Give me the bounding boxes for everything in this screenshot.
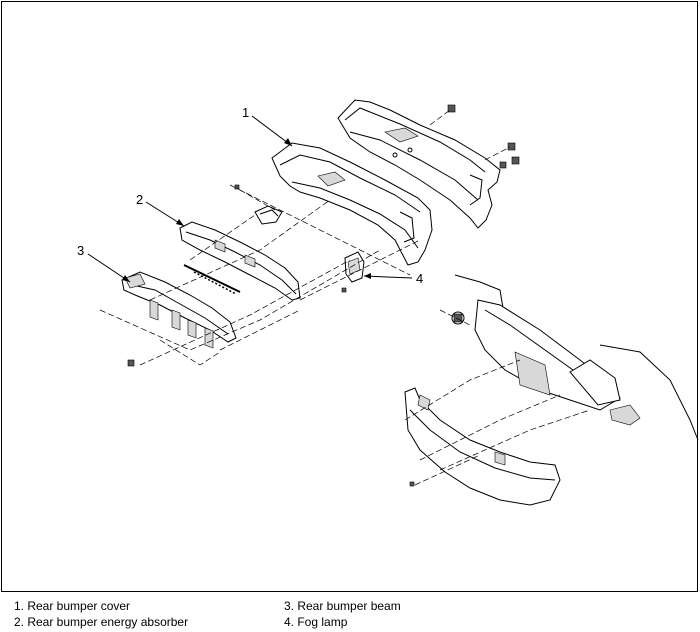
diagram-frame bbox=[1, 1, 698, 592]
legend-item-1: 1. Rear bumper cover bbox=[14, 599, 131, 613]
callout-1: 1 bbox=[242, 105, 249, 120]
callout-2: 2 bbox=[136, 192, 143, 207]
legend-item-3: 3. Rear bumper beam bbox=[284, 599, 401, 613]
legend-item-4: 4. Fog lamp bbox=[284, 615, 348, 629]
callout-4: 4 bbox=[416, 271, 423, 286]
absorber-clips bbox=[183, 264, 241, 295]
rear-bumper-beam bbox=[121, 271, 237, 349]
rear-bumper-energy-absorber bbox=[179, 221, 301, 301]
leader-lines bbox=[87, 115, 413, 283]
vehicle-rear-assembly bbox=[439, 274, 699, 441]
rear-bumper-cover bbox=[271, 142, 433, 266]
screws-top-right bbox=[429, 104, 520, 169]
screws-left bbox=[127, 184, 347, 367]
bumper-cover-installed bbox=[404, 359, 591, 506]
parts-legend: 1. Rear bumper cover 2. Rear bumper ener… bbox=[0, 596, 700, 632]
legend-item-2: 2. Rear bumper energy absorber bbox=[14, 615, 189, 629]
callout-3: 3 bbox=[77, 243, 84, 258]
assembly-lines bbox=[99, 184, 421, 366]
fog-lamp bbox=[344, 251, 365, 283]
bumper-cover-rear-view bbox=[337, 99, 501, 229]
exploded-diagram: 1 2 3 4 bbox=[77, 99, 699, 506]
mounting-bracket bbox=[254, 205, 283, 225]
